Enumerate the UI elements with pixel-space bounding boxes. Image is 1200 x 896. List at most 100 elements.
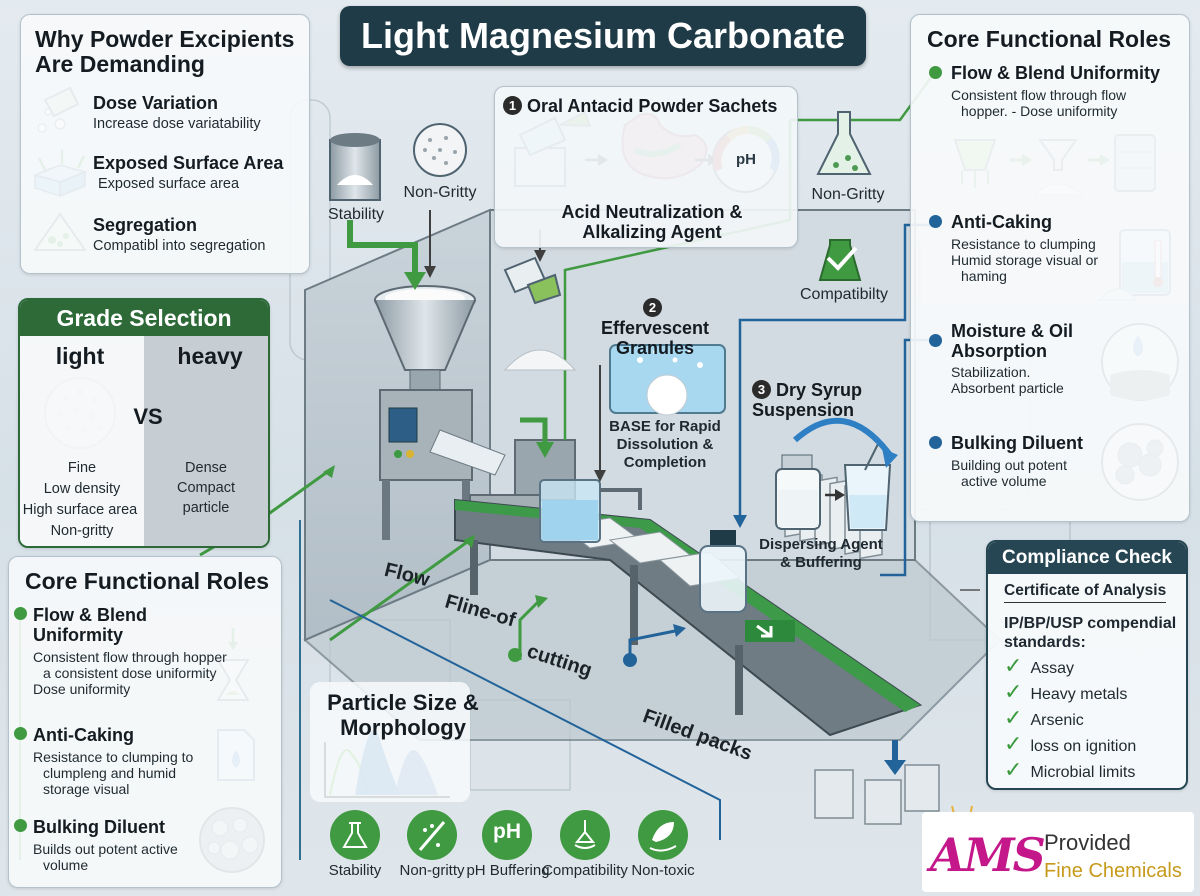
check-icon: ✓: [1004, 757, 1023, 782]
application-title-text: Oral Antacid Powder Sachets: [527, 96, 778, 116]
particle-size-title: Particle Size & Morphology: [327, 690, 479, 740]
role-title: Moisture & Oil Absorption: [951, 321, 1074, 361]
non-gritty-sphere-icon: [413, 123, 467, 177]
core-roles-left-heading: Core Functional Roles: [25, 568, 270, 594]
logo-mark: AMS: [930, 828, 1046, 882]
bottom-icon-row: [330, 810, 688, 860]
application-subtitle: Acid Neutralization & Alkalizing Agent: [561, 202, 743, 242]
role-title: Bulking Diluent: [33, 817, 165, 837]
check-icon: ✓: [1004, 653, 1023, 678]
role-bullet: Consistent flow through flow hopper. - D…: [951, 87, 1127, 119]
role-marker-dot: [929, 334, 942, 347]
page-title: Light Magnesium Carbonate: [340, 6, 866, 66]
role-marker-dot: [14, 607, 27, 620]
role-bullet: Builds out potent active volume: [33, 841, 178, 873]
application-title-text: Dry Syrup Suspension: [752, 380, 863, 420]
bottom-icon-label: Compatibility: [542, 862, 628, 879]
why-item-title: Dose Variation: [93, 93, 219, 113]
role-bullet: Humid storage visual or haming: [951, 252, 1099, 284]
stability-label: Stability: [327, 206, 385, 223]
logo-line1: Provided: [1044, 830, 1131, 855]
application-title: 1 Oral Antacid Powder Sachets: [503, 96, 777, 116]
role-bullet: Resistance to clumping: [951, 236, 1096, 252]
application-title-text: Effervescent Granules: [600, 318, 710, 358]
compatibility-check-icon: [818, 239, 862, 281]
grade-heading: Grade Selection: [20, 300, 268, 336]
role-bullet: Consistent flow through hopper a consist…: [33, 649, 227, 681]
why-item-desc: Increase dose variatability: [93, 116, 261, 132]
role-bullet: Absorbent particle: [951, 380, 1064, 396]
role-title: Flow & Blend Uniformity: [33, 605, 147, 645]
application-dry-syrup-subtitle: Dispersing Agent & Buffering: [759, 536, 883, 571]
bottle: [699, 530, 747, 613]
effervescent-tablet-icon: [609, 344, 726, 416]
bottom-icon-label: pH Buffering: [466, 862, 550, 879]
role-bullet: Building out potent active volume: [951, 457, 1067, 489]
heavy-desc: Dense: [185, 460, 227, 476]
compatibility-label: Compatibilty: [799, 286, 889, 303]
why-heading: Why Powder Excipients Are Demanding: [35, 26, 295, 77]
role-bullet: Dose uniformity: [33, 681, 131, 697]
application-effervescent-subtitle: BASE for Rapid Dissolution & Completion: [609, 418, 721, 471]
syrup-bottle-icon: [775, 454, 821, 530]
core-roles-left-panel: Core Functional Roles Flow & Blend Unifo…: [8, 556, 282, 888]
application-antacid-panel: 1 Oral Antacid Powder Sachets pH Acid Neu…: [494, 86, 798, 248]
particle-size-panel: [310, 682, 470, 802]
ph-gauge-label: pH: [736, 151, 756, 168]
light-desc: Fine: [67, 460, 97, 476]
role-marker-dot: [14, 819, 27, 832]
stability-drum-icon: [329, 133, 381, 201]
bottom-icon-label: Stability: [328, 862, 382, 879]
logo-line2: Fine Chemicals: [1044, 860, 1182, 882]
role-title: Flow & Blend Uniformity: [951, 63, 1160, 83]
bottom-icon-label: Non-toxic: [631, 862, 695, 879]
ph-icon-glyph: pH: [493, 820, 521, 843]
non-gritty-right-label: Non-Gritty: [811, 186, 885, 203]
why-panel: Why Powder Excipients Are Demanding Dose…: [20, 14, 310, 274]
light-desc: High surface area: [22, 502, 138, 518]
role-bullet: Stabilization.: [951, 364, 1031, 380]
compliance-check-item: ✓Heavy metals: [1004, 679, 1128, 704]
check-icon: ✓: [1004, 731, 1023, 756]
dissolution-beaker: [539, 479, 642, 543]
application-effervescent-title: 2Effervescent Granules: [590, 298, 720, 358]
core-roles-right-panel: Core Functional Roles Flow & Blend Unifo…: [910, 14, 1190, 522]
light-label: light: [55, 343, 105, 369]
why-item-title: Segregation: [93, 215, 198, 235]
suspension-glass-icon: [843, 439, 892, 531]
logo: AMS Provided Fine Chemicals: [922, 812, 1194, 892]
bottom-icon-label: Non-gritty: [399, 862, 465, 879]
why-item-title: Exposed Surface Area: [93, 153, 284, 173]
check-icon: ✓: [1004, 679, 1023, 704]
compliance-panel: Compliance Check Certificate of Analysis…: [986, 540, 1188, 790]
step-number-badge: 2: [643, 298, 662, 317]
compliance-check-item: ✓Microbial limits: [1004, 757, 1136, 782]
role-marker-dot: [14, 727, 27, 740]
heavy-desc: particle: [182, 500, 230, 516]
light-desc: Non-gritty: [50, 523, 114, 539]
step-number-badge: 1: [503, 96, 522, 115]
coa-label: Certificate of Analysis: [1004, 582, 1167, 603]
role-bullet: Resistance to clumping to clumpleng and …: [33, 749, 194, 797]
flask-particles-icon: [816, 111, 872, 175]
role-title: Anti-Caking: [951, 212, 1052, 232]
vs-label: VS: [133, 404, 163, 429]
role-title: Bulking Diluent: [951, 433, 1083, 453]
heavy-label: heavy: [177, 343, 243, 369]
role-marker-dot: [929, 215, 942, 228]
role-title: Anti-Caking: [33, 725, 134, 745]
powder-pile-icon: [503, 256, 577, 371]
check-icon: ✓: [1004, 705, 1023, 730]
light-desc: Low density: [43, 481, 121, 497]
role-marker-dot: [929, 66, 942, 79]
non-gritty-label: Non-Gritty: [403, 184, 477, 201]
core-roles-right-heading: Core Functional Roles: [927, 26, 1172, 52]
step-number-badge: 3: [752, 380, 771, 399]
role-marker-dot: [929, 436, 942, 449]
compliance-check-item: ✓Arsenic: [1004, 705, 1084, 730]
filled-packs-output: [814, 764, 940, 825]
compliance-heading: Compliance Check: [988, 542, 1186, 574]
grade-selection-panel: Grade Selection light heavy VS Fine Low …: [18, 298, 270, 548]
why-item-desc: Exposed surface area: [98, 176, 240, 192]
